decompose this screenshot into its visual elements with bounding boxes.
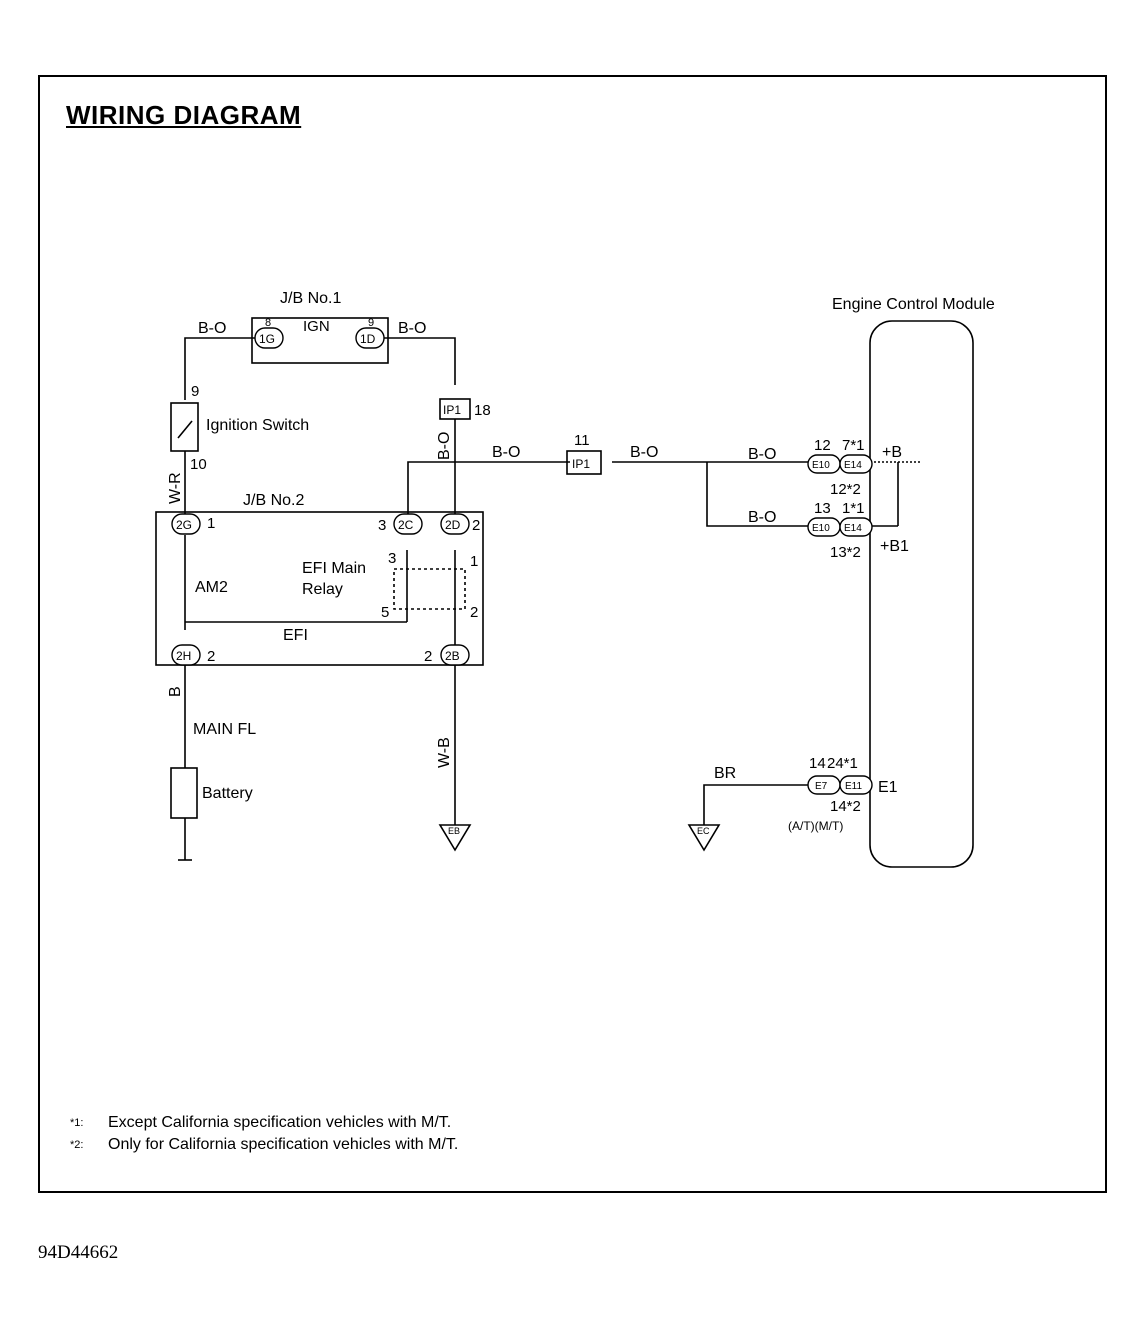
efi-label: EFI (283, 627, 308, 644)
ecm-b-pin-top: 12 (814, 437, 831, 454)
e14-top-label: E14 (844, 460, 862, 471)
footnote-1-text: Except California specification vehicles… (108, 1114, 452, 1131)
conn-2d (440, 513, 470, 535)
ignition-switch-label: Ignition Switch (206, 417, 309, 434)
e11-label: E11 (845, 781, 862, 792)
pin-9: 9 (191, 383, 199, 400)
main-fl-label: MAIN FL (193, 721, 256, 738)
wire-bo-5: B-O (748, 446, 776, 463)
wire-2c-ip1 (407, 461, 570, 520)
pin-5-relay: 5 (381, 604, 389, 621)
e14-bot-label: E14 (844, 523, 862, 534)
plus-b1-label: +B1 (880, 538, 909, 555)
pin-3-2c: 3 (378, 517, 386, 534)
jb1-label: J/B No.1 (280, 290, 341, 307)
plus-b-label: +B (882, 444, 902, 461)
ecm-e1-pin-top: 14 (809, 755, 826, 772)
at-mt-label: (A/T)(M/T) (788, 819, 843, 833)
conn-e14-bot (839, 517, 873, 537)
footnote-1-mark: *1: (70, 1117, 84, 1129)
ip1-mid-label: IP1 (572, 457, 590, 471)
conn-1d-label: 1D (360, 332, 376, 346)
ip1-mid-box (566, 450, 602, 475)
ground-ec-label: EC (697, 826, 710, 836)
wire-br: BR (714, 765, 736, 782)
ignition-switch-box (170, 402, 199, 452)
conn-2h-label: 2H (176, 649, 191, 663)
conn-1g-label: 1G (259, 332, 275, 346)
ecm-label: Engine Control Module (832, 296, 995, 313)
e7-label: E7 (815, 781, 828, 792)
footnote-2: *2: Only for California specification ve… (70, 1134, 458, 1156)
pin-9-jb1: 9 (368, 317, 374, 329)
conn-2c (393, 513, 423, 535)
pin-11: 11 (574, 432, 590, 449)
battery-box (170, 767, 198, 819)
conn-e14-top (839, 454, 873, 474)
efi-relay-label-2: Relay (302, 581, 343, 598)
ecm-e1-pin-bot: 14*2 (830, 798, 861, 815)
conn-2h (171, 644, 201, 666)
pin-1-relay: 1 (470, 553, 478, 570)
wire-wr: W-R (167, 472, 184, 504)
footnote-1: *1: Except California specification vehi… (70, 1112, 458, 1134)
jb2-box (155, 511, 484, 666)
pin-3-relay: 3 (388, 550, 396, 567)
ecm-box (869, 320, 974, 868)
jb1-box (251, 317, 389, 364)
pin-1-2g: 1 (207, 515, 215, 532)
wire-bo-3: B-O (492, 444, 520, 461)
diagram-frame (38, 75, 1107, 1193)
conn-2g-label: 2G (176, 518, 192, 532)
conn-1d (355, 327, 385, 349)
wire-bo-1: B-O (198, 320, 226, 337)
wire-bo-2: B-O (398, 320, 426, 337)
wire-bo-6: B-O (748, 509, 776, 526)
wire-wb: W-B (436, 737, 453, 768)
conn-e11 (839, 775, 873, 795)
page-title: WIRING DIAGRAM (66, 100, 302, 130)
ip1-top-label: IP1 (443, 403, 461, 417)
pin-2-2h: 2 (207, 648, 215, 665)
e10-bot-label: E10 (812, 523, 830, 534)
pin-2-2d: 2 (472, 517, 480, 534)
ign-label: IGN (303, 318, 330, 335)
pin-8: 8 (265, 317, 271, 329)
ecm-b-pin-mid: 7*1 (842, 437, 865, 454)
am2-label: AM2 (195, 579, 228, 596)
conn-2c-label: 2C (398, 518, 414, 532)
document-id: 94D44662 (38, 1242, 119, 1263)
conn-1g (254, 327, 284, 349)
efi-relay-label-1: EFI Main (302, 560, 366, 577)
wire-bo-4: B-O (630, 444, 658, 461)
e1-label: E1 (878, 779, 898, 796)
conn-2d-label: 2D (445, 518, 461, 532)
ecm-b1-pin-top: 13 (814, 500, 831, 517)
ecm-b-pin-bot: 12*2 (830, 481, 861, 498)
ecm-b1-pin-mid: 1*1 (842, 500, 865, 517)
pin-2-relay: 2 (470, 604, 478, 621)
ground-eb-label: EB (448, 826, 460, 836)
wire-bo-left (184, 337, 269, 400)
wire-bo-vert: B-O (436, 432, 453, 460)
ecm-b1-pin-bot: 13*2 (830, 544, 861, 561)
conn-2g (171, 513, 201, 535)
wire-b: B (167, 686, 184, 697)
footnote-2-mark: *2: (70, 1139, 84, 1151)
pin-10: 10 (190, 456, 207, 473)
conn-2b-label: 2B (445, 649, 460, 663)
e10-top-label: E10 (812, 460, 830, 471)
pin-2-2b: 2 (424, 648, 432, 665)
footnote-2-text: Only for California specification vehicl… (108, 1136, 459, 1153)
wire-bo-right (370, 337, 456, 385)
jb2-label: J/B No.2 (243, 492, 304, 509)
conn-2b (440, 644, 470, 666)
pin-18: 18 (474, 402, 491, 419)
ecm-e1-pin-mid: 24*1 (827, 755, 858, 772)
battery-label: Battery (202, 785, 253, 802)
footnotes: *1: Except California specification vehi… (70, 1112, 458, 1156)
